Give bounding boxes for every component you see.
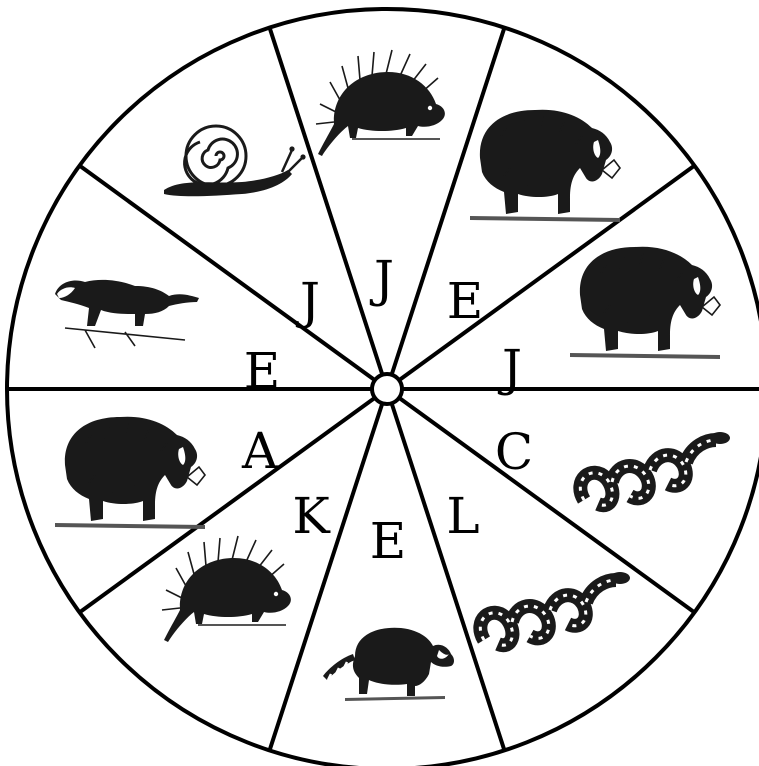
segment-divider <box>398 397 694 612</box>
weasel-icon <box>55 280 199 348</box>
raccoon-icon <box>323 628 454 701</box>
wheel-segment: E <box>55 280 280 400</box>
segment-letter: E <box>370 512 407 570</box>
bear-icon <box>470 110 620 222</box>
segment-letter: A <box>241 422 279 480</box>
segment-divider <box>80 166 376 381</box>
segment-letter: E <box>447 272 484 330</box>
center-hub <box>372 374 402 404</box>
wheel-segment: A <box>55 417 279 529</box>
segment-letter: L <box>446 487 479 545</box>
bear-icon <box>570 247 720 359</box>
segment-letter: C <box>495 423 533 481</box>
porcupine-icon <box>162 536 291 642</box>
segment-letter: K <box>292 487 331 545</box>
wheel-segment: K <box>162 487 331 642</box>
snail-icon <box>164 126 306 196</box>
snake-icon <box>580 432 730 505</box>
segment-letter: E <box>244 342 281 400</box>
segment-letter: J <box>369 250 394 308</box>
wheel-segment: J <box>497 247 720 397</box>
porcupine-icon <box>316 50 445 156</box>
bear-icon <box>55 417 205 529</box>
segment-letter: J <box>295 272 320 330</box>
snake-icon <box>480 572 630 645</box>
